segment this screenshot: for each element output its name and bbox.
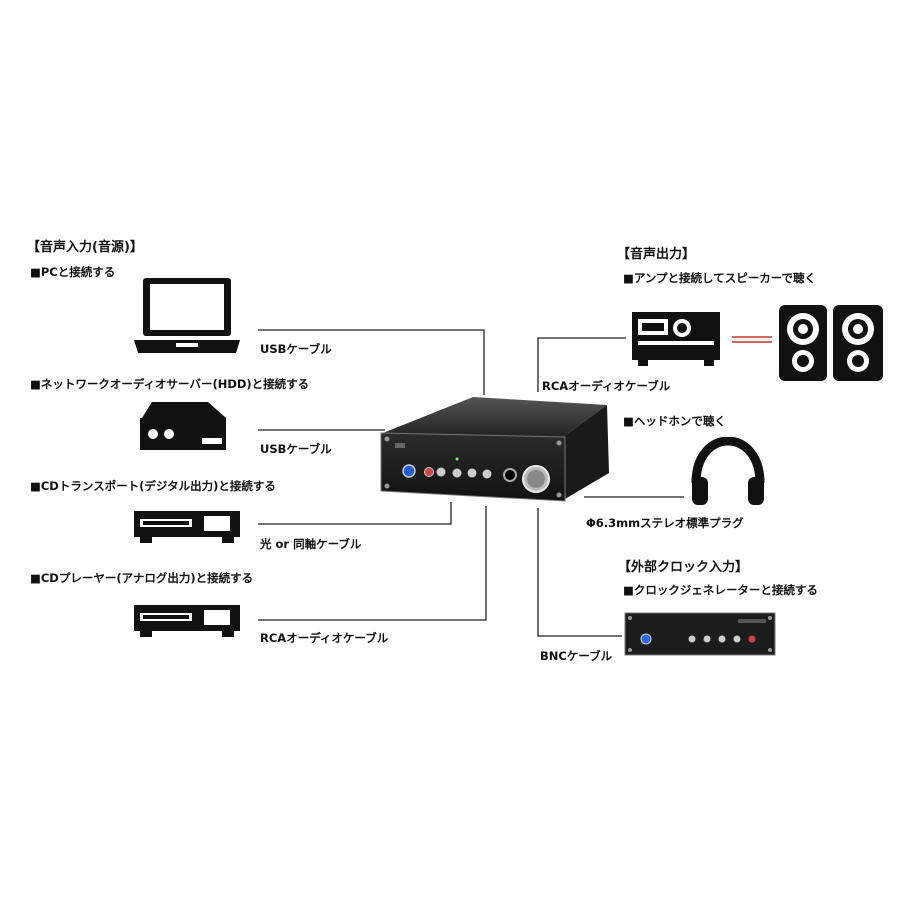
- speaker-right: [833, 305, 883, 381]
- input-heading: 【音声入力(音源)】: [27, 240, 143, 255]
- wire-cd-transport: [258, 502, 452, 525]
- wire-cd-player: [258, 506, 487, 621]
- clock-generator-icon: [624, 612, 776, 656]
- headphones-icon: [691, 437, 765, 505]
- clock-cable-label: BNCケーブル: [540, 649, 613, 663]
- output-heading: 【音声出力】: [617, 247, 696, 262]
- amp-cable-label: RCAオーディオケーブル: [542, 379, 671, 393]
- amp-label: ■アンプと接続してスピーカーで聴く: [623, 271, 817, 285]
- source-label-cd-player: ■CDプレーヤー(アナログ出力)と接続する: [30, 571, 254, 585]
- cd-transport-icon: [134, 511, 240, 543]
- cable-label-pc: USBケーブル: [260, 342, 332, 356]
- cable-label-cd-player: RCAオーディオケーブル: [260, 631, 389, 645]
- source-label-cd-transport: ■CDトランスポート(デジタル出力)と接続する: [30, 479, 276, 493]
- wire-pc: [258, 329, 485, 395]
- clock-heading: 【外部クロック入力】: [618, 560, 749, 575]
- cable-label-server: USBケーブル: [260, 442, 332, 456]
- headphone-label: ■ヘッドホンで聴く: [623, 414, 726, 428]
- speaker-left: [779, 305, 827, 381]
- cd-player-icon: [134, 605, 240, 637]
- amplifier-icon: [632, 312, 720, 366]
- clock-label: ■クロックジェネレーターと接続する: [623, 583, 818, 597]
- speakers-icon: [779, 305, 883, 381]
- wire-clock: [537, 508, 622, 637]
- headphone-cable-label: Φ6.3mmステレオ標準プラグ: [586, 516, 744, 530]
- source-label-pc: ■PCと接続する: [30, 265, 116, 279]
- laptop-icon: [134, 278, 240, 353]
- wire-amp: [537, 337, 626, 392]
- cable-label-cd-transport: 光 or 同軸ケーブル: [260, 537, 362, 551]
- network-server-icon: [140, 402, 226, 450]
- dac-unit: [380, 397, 609, 502]
- source-label-server: ■ネットワークオーディオサーバー(HDD)と接続する: [30, 377, 310, 391]
